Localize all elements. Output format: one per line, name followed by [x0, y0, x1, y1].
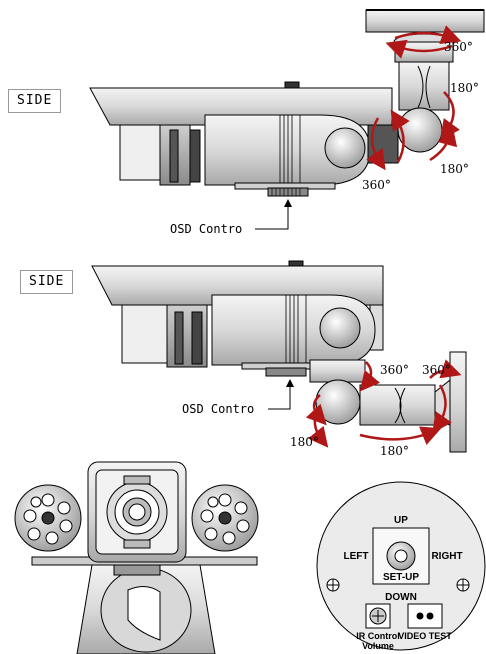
- rot-label-top-pan: 360°: [444, 40, 473, 54]
- ball-joint-2: [315, 379, 361, 425]
- ceiling-plate: [365, 9, 485, 33]
- label-volume: Volume: [362, 641, 394, 651]
- camera-side-view-1: [89, 9, 485, 230]
- osd-label-1: OSD Contro: [170, 222, 242, 236]
- wall-plate: [449, 351, 467, 453]
- camera-front-view: [14, 461, 259, 654]
- label-down: DOWN: [385, 592, 417, 603]
- rot-label-tilt-left: 180°: [290, 435, 319, 449]
- osd-leader-2: [268, 379, 294, 410]
- rot-label-pan-left: 360°: [380, 363, 409, 377]
- label-right: RIGHT: [431, 551, 462, 562]
- rot-label-tilt-bottom: 180°: [380, 444, 409, 458]
- osd-leader-1: [255, 199, 292, 230]
- side-label-1: SIDE: [8, 89, 62, 113]
- tilt-arm: [398, 61, 450, 111]
- label-video-test: VIDEO TEST: [398, 631, 452, 641]
- label-left: LEFT: [344, 551, 369, 562]
- rot-label-base-tilt: 180°: [440, 162, 469, 176]
- rot-label-base-pan: 360°: [362, 178, 391, 192]
- label-up: UP: [394, 515, 408, 526]
- rot-label-tilt: 180°: [450, 81, 479, 95]
- osd-label-2: OSD Contro: [182, 402, 254, 416]
- video-test-jack[interactable]: [407, 603, 443, 629]
- osd-dial-2: [265, 367, 307, 377]
- rot-label-pan-right: 360°: [422, 363, 451, 377]
- rotation-arrows-2: [305, 359, 462, 448]
- label-setup: SET-UP: [383, 572, 419, 583]
- side-label-2: SIDE: [20, 270, 74, 294]
- label-ir-control: IR Control: [356, 631, 400, 641]
- camera-side-view-2: [91, 260, 467, 453]
- rotation-arrows-1: [366, 25, 462, 171]
- control-panel-labels: UP DOWN LEFT RIGHT SET-UP IR Control Vol…: [344, 515, 463, 651]
- control-panel: [316, 481, 486, 651]
